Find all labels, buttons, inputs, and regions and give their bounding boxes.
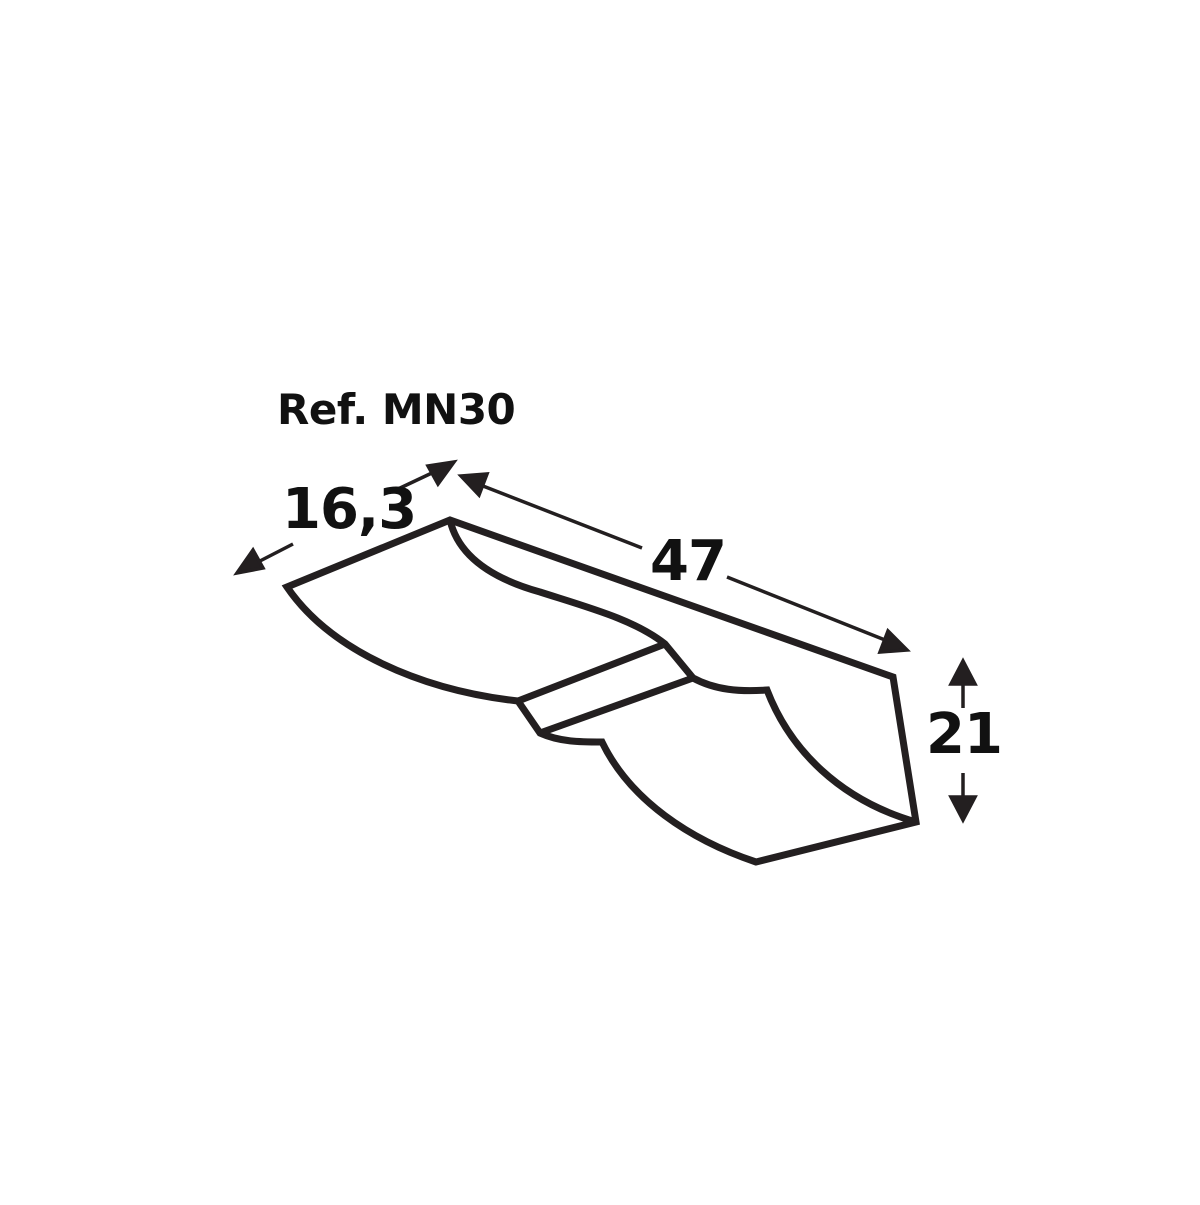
length-dim-line-right	[726, 575, 886, 642]
height-arrow-up-icon	[948, 657, 978, 686]
height-dimension-label: 21	[926, 702, 1003, 767]
width-dimension-label: 16,3	[282, 477, 417, 542]
reference-label: Ref. MN30	[277, 385, 516, 434]
fillet-line-upper	[516, 640, 667, 705]
length-dim-line-left	[482, 484, 643, 550]
dimension-lines	[233, 459, 978, 824]
molding-profile	[281, 516, 920, 866]
length-arrow-right-icon	[877, 627, 911, 654]
width-arrow-right-icon	[425, 459, 458, 488]
width-dim-line-right	[397, 470, 435, 491]
length-dimension-label: 47	[650, 529, 727, 594]
fillet-line-lower	[538, 674, 695, 737]
cove-curve	[446, 519, 917, 826]
width-dim-line-left	[257, 542, 294, 564]
width-arrow-left-icon	[233, 546, 266, 576]
front-face-outline	[281, 516, 920, 866]
length-arrow-left-icon	[457, 472, 490, 499]
height-arrow-down-icon	[948, 795, 978, 824]
